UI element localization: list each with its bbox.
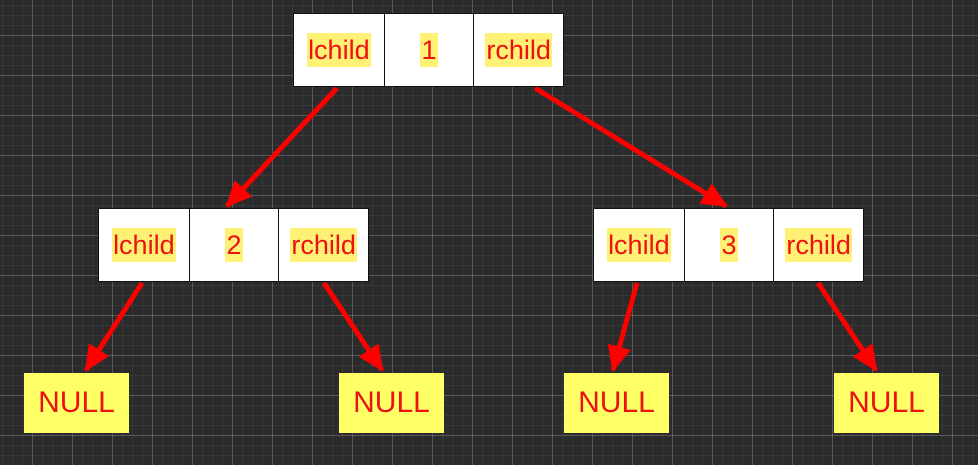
null-box-3: NULL bbox=[564, 373, 669, 433]
arrow-node-2-right-to-null bbox=[321, 281, 385, 372]
arrow-root-to-node-2 bbox=[225, 86, 339, 208]
node-2-value-cell: 2 bbox=[188, 209, 279, 281]
arrow-node-2-left-to-null bbox=[83, 281, 145, 372]
null-box-2: NULL bbox=[339, 373, 444, 433]
node-2-lchild-label: lchild bbox=[112, 228, 176, 262]
root-lchild-cell: lchild bbox=[294, 14, 384, 86]
null-box-1: NULL bbox=[24, 373, 129, 433]
tree-node-2: lchild 2 rchild bbox=[98, 208, 369, 282]
arrow-root-to-node-3 bbox=[533, 85, 728, 209]
node-2-rchild-cell: rchild bbox=[278, 209, 368, 281]
node-3-value-label: 3 bbox=[720, 228, 738, 262]
root-lchild-label: lchild bbox=[307, 33, 371, 67]
root-rchild-label: rchild bbox=[485, 33, 552, 67]
node-3-value-cell: 3 bbox=[683, 209, 774, 281]
tree-node-3: lchild 3 rchild bbox=[593, 208, 864, 282]
tree-node-root: lchild 1 rchild bbox=[293, 13, 564, 87]
arrow-node-3-right-to-null bbox=[815, 281, 879, 372]
node-2-rchild-label: rchild bbox=[290, 228, 357, 262]
node-2-lchild-cell: lchild bbox=[99, 209, 189, 281]
node-3-lchild-cell: lchild bbox=[594, 209, 684, 281]
root-rchild-cell: rchild bbox=[473, 14, 563, 86]
null-box-4: NULL bbox=[834, 373, 939, 433]
root-value-cell: 1 bbox=[383, 14, 474, 86]
node-3-rchild-cell: rchild bbox=[773, 209, 863, 281]
node-2-value-label: 2 bbox=[225, 228, 243, 262]
root-value-label: 1 bbox=[420, 33, 438, 67]
node-3-rchild-label: rchild bbox=[785, 228, 852, 262]
node-3-lchild-label: lchild bbox=[607, 228, 671, 262]
arrow-node-3-left-to-null bbox=[607, 282, 640, 372]
